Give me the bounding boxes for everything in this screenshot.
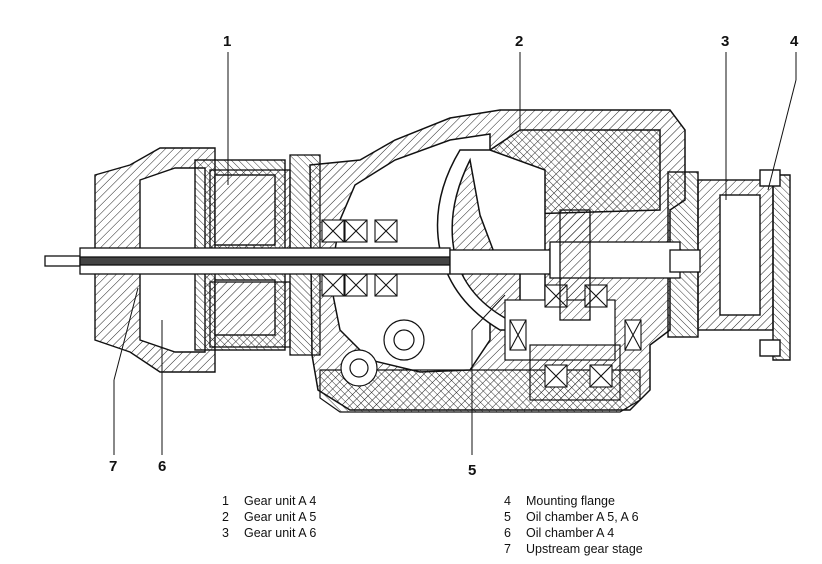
leader-lines <box>113 52 797 455</box>
callout-6: 6 <box>158 458 167 475</box>
callout-4: 4 <box>790 33 799 50</box>
callout-5: 5 <box>468 462 477 479</box>
callout-3: 3 <box>721 33 730 50</box>
main-shaft <box>44 209 701 321</box>
callout-7: 7 <box>109 458 118 475</box>
callout-2: 2 <box>515 33 524 50</box>
callout-1: 1 <box>223 33 232 50</box>
